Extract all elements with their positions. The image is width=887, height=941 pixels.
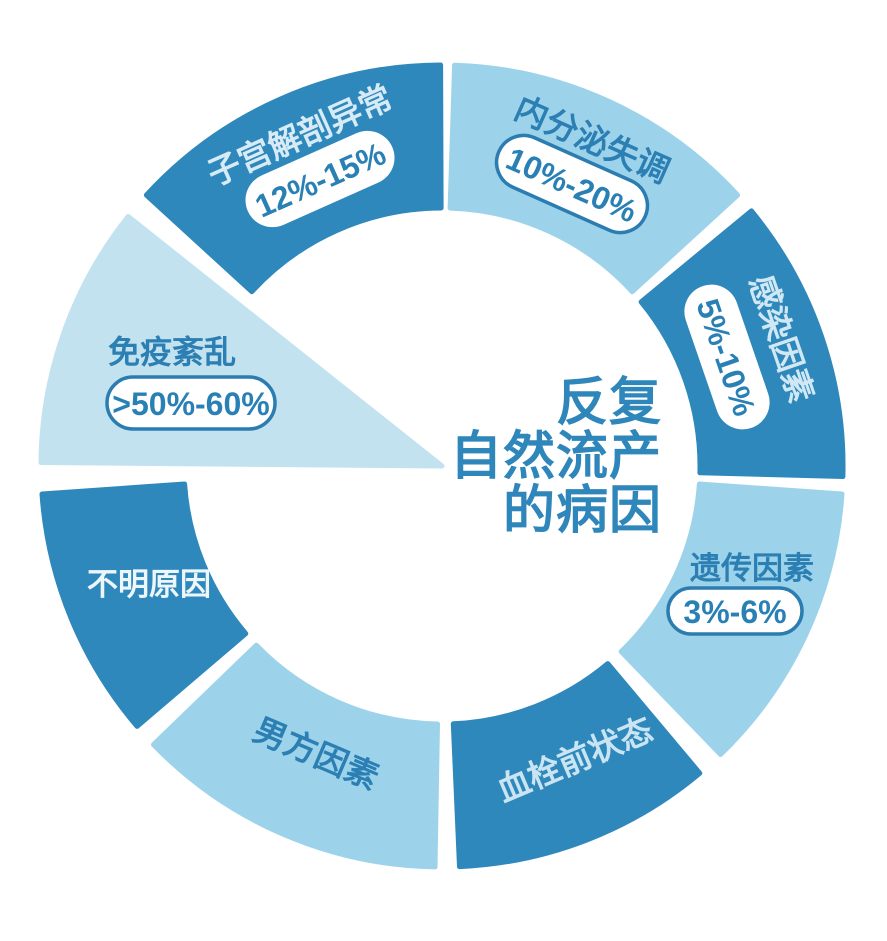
center-title-line-2: 自然流产 xyxy=(450,428,662,486)
center-title: 反复 自然流产 的病因 xyxy=(450,374,662,540)
center-title-line-3: 的病因 xyxy=(503,482,662,540)
segment-label-genetic-factors: 遗传因素 xyxy=(690,551,814,586)
center-title-line-1: 反复 xyxy=(556,374,662,432)
segment-genetic-factors: 遗传因素 3%-6% xyxy=(618,481,845,757)
value-pill-group-immune-disorder: >50%-60% xyxy=(105,375,277,431)
value-pill-immune-disorder xyxy=(105,375,277,431)
value-pill-genetic-factors xyxy=(666,586,804,636)
segment-unknown-cause: 不明原因 xyxy=(39,481,249,729)
segment-label-immune-disorder: 免疫紊乱 xyxy=(108,334,236,370)
segment-label-unknown-cause: 不明原因 xyxy=(87,567,211,602)
value-pill-endocrine-disorder xyxy=(494,133,650,235)
segment-value-genetic-factors: 3%-6% xyxy=(683,594,786,630)
segment-male-factors: 男方因素 xyxy=(151,642,440,870)
segment-shape-prethrombotic-state xyxy=(450,661,703,870)
segment-shape-male-factors xyxy=(151,642,440,870)
segment-value-immune-disorder: >50%-60% xyxy=(112,386,269,422)
segment-label-group-genetic-factors: 遗传因素 xyxy=(690,551,814,586)
value-pill-uterine-anatomical-abnormality xyxy=(245,130,395,228)
value-pill-group-endocrine-disorder: 10%-20% xyxy=(494,133,650,235)
segment-label-group-unknown-cause: 不明原因 xyxy=(87,567,211,602)
segment-prethrombotic-state: 血栓前状态 xyxy=(450,661,703,870)
segment-immune-disorder: 免疫紊乱 >50%-60% xyxy=(38,213,445,469)
value-pill-infection-factors xyxy=(684,284,770,430)
value-pill-group-genetic-factors: 3%-6% xyxy=(666,586,804,636)
segment-shape-unknown-cause xyxy=(39,481,249,729)
segment-label-group-immune-disorder: 免疫紊乱 xyxy=(108,334,236,370)
